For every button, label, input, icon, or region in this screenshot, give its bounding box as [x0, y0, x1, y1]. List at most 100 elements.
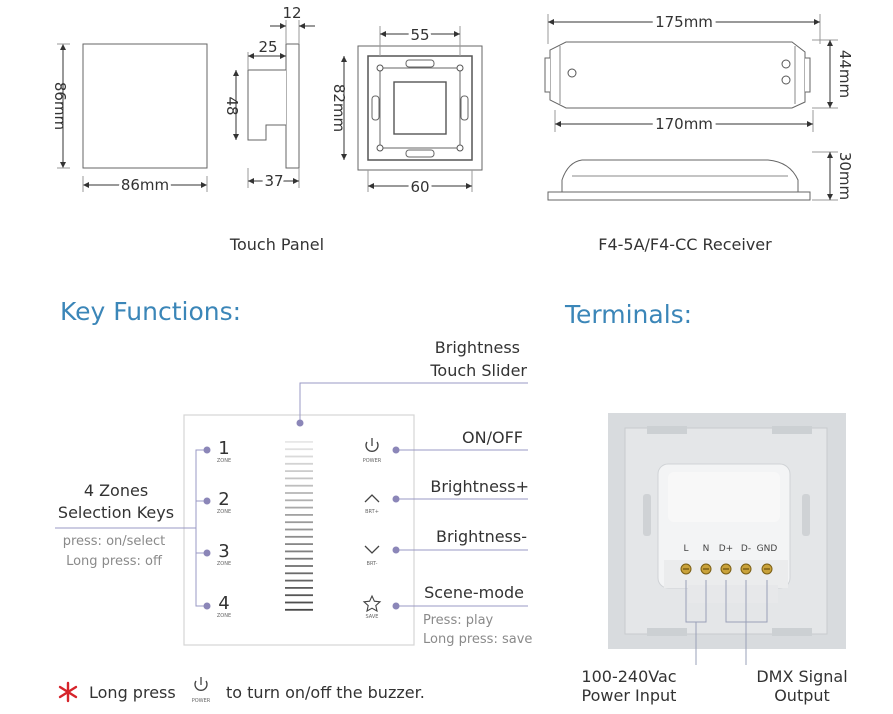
brightness-down-button[interactable]: BRT-	[364, 545, 380, 567]
slider-bar[interactable]	[285, 441, 313, 443]
slider-bar[interactable]	[285, 550, 313, 553]
slider-bar[interactable]	[285, 587, 313, 589]
panel-front-drawing: 86mm 86mm 86mm	[51, 43, 208, 197]
dim-side-top: 12	[282, 4, 301, 22]
power-icon	[365, 438, 379, 452]
slider-bar[interactable]	[285, 528, 313, 531]
terminal-wiring-lines	[685, 580, 768, 665]
svg-text:55: 55	[410, 26, 429, 44]
receiver-side-drawing: 30mm	[547, 151, 854, 201]
zones-label-line-1: 4 Zones	[84, 481, 148, 500]
slider-bar[interactable]	[285, 455, 313, 458]
caption-touch-panel: Touch Panel	[229, 235, 324, 254]
star-icon	[362, 594, 382, 613]
terminals-heading: Terminals:	[564, 300, 692, 329]
svg-text:86mm: 86mm	[121, 176, 169, 194]
svg-text:37: 37	[264, 172, 283, 190]
slider-bar[interactable]	[285, 572, 313, 575]
slider-bar[interactable]	[285, 448, 313, 451]
brightness-slider-bars	[285, 441, 313, 611]
note-prefix: Long press	[89, 683, 176, 702]
save-scene-button[interactable]: SAVE	[362, 594, 382, 620]
slider-label-line-1: Brightness	[435, 338, 520, 357]
brightness-up-button[interactable]: BRT+	[364, 494, 380, 515]
dim-panel-height: 86mm	[51, 82, 69, 130]
slider-bar[interactable]	[285, 535, 313, 538]
asterisk-icon	[58, 681, 78, 703]
note-suffix: to turn on/off the buzzer.	[226, 683, 425, 702]
slider-bar[interactable]	[285, 506, 313, 509]
terminal-label: D-	[741, 544, 751, 554]
scene-press-text: Press: play	[423, 613, 494, 628]
brightness-minus-label: Brightness-	[436, 527, 527, 546]
zones-label-line-2: Selection Keys	[58, 503, 174, 522]
dim-panel-width: 86mm	[121, 176, 169, 194]
slider-bar[interactable]	[285, 470, 313, 472]
dim-side-mid: 25	[258, 38, 277, 56]
zone-key-4[interactable]: 4 ZONE	[217, 593, 231, 619]
zone-small-label-2: ZONE	[217, 509, 231, 515]
dim-side-height: 48	[223, 96, 241, 115]
brt-plus-label: BRT+	[365, 509, 379, 515]
chevron-up-icon	[364, 494, 380, 503]
dim-receiver-height: 44mm	[836, 50, 854, 98]
zone-number-3: 3	[218, 541, 229, 562]
callout-lines	[55, 382, 528, 607]
panel-side-drawing: 12 25 48 37 37	[223, 4, 315, 193]
terminal-screws	[680, 563, 773, 575]
chevron-down-icon	[364, 545, 380, 554]
zone-small-label-4: ZONE	[217, 613, 231, 619]
slider-bar[interactable]	[285, 462, 313, 465]
slider-bar[interactable]	[285, 492, 313, 494]
terminal-label: L	[683, 544, 688, 554]
buzzer-note: Long press POWER to turn on/off the buzz…	[58, 677, 425, 704]
slider-bar[interactable]	[285, 543, 313, 545]
zone-number-2: 2	[218, 489, 229, 510]
dim-back-height: 82mm	[330, 84, 348, 132]
terminal-label: N	[703, 544, 710, 554]
note-power-label: POWER	[192, 698, 211, 704]
slider-bar[interactable]	[285, 477, 313, 480]
svg-text:60: 60	[410, 178, 429, 196]
brightness-plus-label: Brightness+	[430, 477, 529, 496]
zone-key-1[interactable]: 1 ZONE	[217, 438, 231, 464]
dim-receiver-side: 30mm	[836, 152, 854, 200]
key-functions-heading: Key Functions:	[60, 297, 241, 326]
panel-back-drawing: 55 55 82mm 60 60	[330, 23, 483, 199]
dim-side-bottom: 37	[264, 172, 283, 190]
terminal-labels: L N D+ D- GND	[683, 544, 777, 554]
dim-back-top: 55	[410, 26, 429, 44]
receiver-top-drawing: 175mm 175mm 44mm 170mm 170mm	[544, 9, 854, 137]
slider-bar[interactable]	[285, 594, 313, 597]
power-button[interactable]: POWER	[363, 438, 382, 464]
terminal-label: GND	[757, 544, 778, 554]
slider-bar[interactable]	[285, 579, 313, 582]
slider-bar[interactable]	[285, 608, 313, 611]
zone-number-1: 1	[218, 438, 229, 459]
brt-minus-label: BRT-	[367, 561, 378, 567]
zone-small-label-3: ZONE	[217, 561, 231, 567]
zone-key-2[interactable]: 2 ZONE	[217, 489, 231, 515]
dmx-output-line-1: DMX Signal	[756, 667, 847, 686]
slider-bar[interactable]	[285, 514, 313, 516]
slider-bar[interactable]	[285, 601, 313, 604]
dim-back-bottom: 60	[410, 178, 429, 196]
svg-text:175mm: 175mm	[655, 13, 713, 31]
power-icon	[194, 677, 208, 691]
slider-bar[interactable]	[285, 499, 313, 502]
dim-receiver-length: 175mm	[655, 13, 713, 31]
slider-bar[interactable]	[285, 521, 313, 524]
terminal-label: D+	[719, 544, 733, 554]
terminal-photo: L N D+ D- GND	[608, 413, 846, 649]
zone-small-label-1: ZONE	[217, 458, 231, 464]
callout-dots	[203, 419, 400, 610]
slider-bar[interactable]	[285, 484, 313, 487]
slider-bar[interactable]	[285, 565, 313, 567]
zone-key-3[interactable]: 3 ZONE	[217, 541, 231, 567]
power-input-line-2: Power Input	[582, 686, 677, 705]
slider-bar[interactable]	[285, 557, 313, 560]
zone-number-4: 4	[218, 593, 229, 614]
save-button-label: SAVE	[366, 614, 379, 620]
